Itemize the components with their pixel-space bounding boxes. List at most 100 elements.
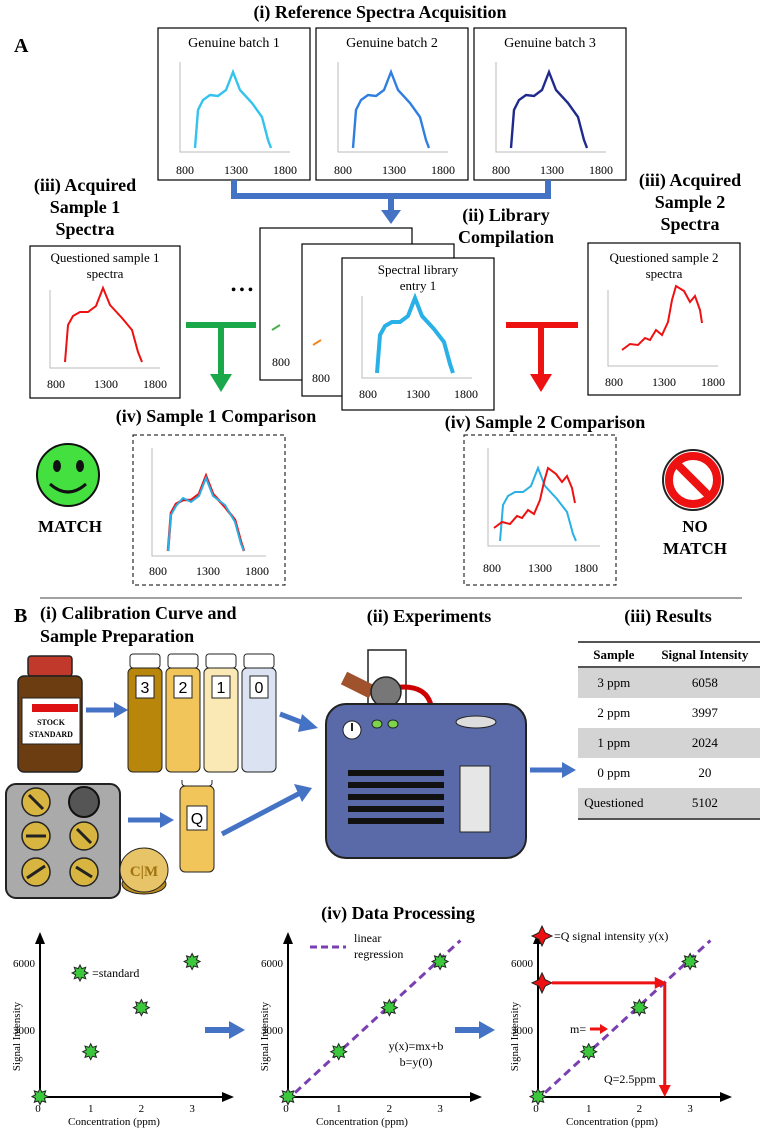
no-match-icon bbox=[662, 449, 724, 511]
tick: 1800 bbox=[273, 163, 297, 177]
y-axis-label: Signal Intensity bbox=[509, 1001, 521, 1071]
y-tick-label: 3000 bbox=[13, 1025, 36, 1037]
no-match-label-2: MATCH bbox=[663, 539, 727, 558]
experiments-title: (ii) Experiments bbox=[367, 606, 491, 627]
m-arrowhead bbox=[600, 1024, 608, 1034]
instrument bbox=[325, 649, 527, 859]
data-processing-title: (iv) Data Processing bbox=[321, 903, 475, 924]
questioned-point bbox=[530, 971, 554, 995]
standard-point bbox=[630, 998, 649, 1017]
standard-point bbox=[380, 998, 399, 1017]
comparison-2-title: (iv) Sample 2 Comparison bbox=[445, 412, 646, 433]
acq1-title-1: (iii) Acquired bbox=[34, 175, 136, 196]
questioned-1-title-2: spectra bbox=[87, 266, 124, 281]
y-axis-arrow bbox=[283, 932, 293, 944]
legend-q-marker bbox=[530, 924, 554, 948]
y-tick-label: 3000 bbox=[261, 1025, 284, 1037]
standard-point bbox=[81, 1042, 100, 1061]
x-tick-label: 0 bbox=[35, 1103, 41, 1115]
regression-line bbox=[534, 939, 712, 1103]
tick: 1300 bbox=[540, 163, 564, 177]
questioned-1-spectrum bbox=[64, 285, 143, 363]
tick: 1300 bbox=[406, 387, 430, 401]
tick: 1800 bbox=[431, 163, 455, 177]
cell-sample: 3 ppm bbox=[578, 667, 650, 698]
calib-title-1: (i) Calibration Curve and bbox=[40, 603, 237, 624]
library-entry-title-1: Spectral library bbox=[378, 262, 459, 277]
x-axis-arrow bbox=[222, 1092, 234, 1102]
y-tick-label: 6000 bbox=[13, 958, 36, 970]
tick: 1800 bbox=[701, 375, 725, 389]
data-processing-plots: (iv) Data Processing 3000 6000 0 1 2 3Concent… bbox=[11, 903, 732, 1128]
tick: 800 bbox=[47, 377, 65, 391]
cell-sample: Questioned bbox=[578, 788, 650, 820]
tick: 1300 bbox=[196, 564, 220, 578]
tick: 800 bbox=[149, 564, 167, 578]
cell-sample: 1 ppm bbox=[578, 728, 650, 758]
header-sample: Sample bbox=[578, 641, 650, 668]
library-entry-panel bbox=[341, 257, 495, 411]
part-a-label: A bbox=[14, 35, 29, 57]
standard-point bbox=[183, 952, 202, 971]
x-axis-label: Concentration (ppm) bbox=[316, 1116, 408, 1128]
vial-0-label: 0 bbox=[255, 680, 264, 697]
standard-point bbox=[329, 1042, 348, 1061]
cell-sample: 0 ppm bbox=[597, 765, 631, 780]
comparison-1-panel: 800 1300 1800 bbox=[132, 434, 286, 586]
cell-intensity: 6058 bbox=[649, 667, 760, 698]
x-tick-label: 0 bbox=[283, 1103, 289, 1115]
library-entry-title-2: entry 1 bbox=[400, 278, 436, 293]
stock-standard-bottle: STOCK STANDARD bbox=[17, 655, 83, 773]
x-axis-label: Concentration (ppm) bbox=[566, 1116, 658, 1128]
batch-panel-3: Genuine batch 3 800 1300 1800 bbox=[473, 27, 627, 181]
process-arrowhead bbox=[229, 1021, 245, 1039]
stock-label-1: STOCK bbox=[37, 718, 66, 727]
x-axis-arrow bbox=[720, 1092, 732, 1102]
acq1-title-3: Spectra bbox=[56, 219, 115, 239]
sample-prep-diagram: C|M Q bbox=[5, 780, 312, 899]
y-tick-label: 6000 bbox=[261, 958, 284, 970]
y-tick-label: 6000 bbox=[511, 958, 534, 970]
tick: 800 bbox=[492, 163, 510, 177]
tick: 1800 bbox=[143, 377, 167, 391]
standard-point bbox=[30, 1087, 50, 1106]
red-compare-arrow bbox=[506, 322, 578, 392]
questioned-1-panel: Questioned sample 1 spectra 800 1300 180… bbox=[29, 245, 181, 399]
x-tick-label: 2 bbox=[387, 1103, 393, 1115]
tick: 800 bbox=[605, 375, 623, 389]
questioned-2-title-2: spectra bbox=[646, 266, 683, 281]
standard-point bbox=[528, 1087, 548, 1106]
ellipsis: • • • bbox=[231, 283, 253, 298]
legend-standard-label: =standard bbox=[92, 966, 139, 980]
questioned-2-panel: Questioned sample 2 spectra 800 1300 180… bbox=[587, 242, 741, 396]
tick: 1800 bbox=[245, 564, 269, 578]
y-axis-label: Signal Intensity bbox=[11, 1001, 23, 1071]
x-tick-label: 0 bbox=[533, 1103, 539, 1115]
tick: 800 bbox=[176, 163, 194, 177]
part-b-diagram: B (i) Calibration Curve and Sample Prepa… bbox=[14, 603, 712, 859]
batch-3-title: Genuine batch 3 bbox=[504, 36, 596, 51]
standard-point bbox=[132, 998, 151, 1017]
tick: 800 bbox=[483, 561, 501, 575]
questioned-vial: Q bbox=[179, 780, 215, 873]
equation-1: y(x)=mx+b bbox=[389, 1039, 444, 1053]
cell-intensity: 20 bbox=[698, 765, 712, 780]
cell-intensity: 5102 bbox=[649, 788, 760, 820]
q-vial-label: Q bbox=[191, 811, 203, 828]
vial-3-label: 3 bbox=[141, 680, 150, 697]
x-tick-label: 1 bbox=[586, 1103, 592, 1115]
batch-1-title: Genuine batch 1 bbox=[188, 36, 280, 51]
x-tick-label: 3 bbox=[189, 1103, 195, 1115]
batch-3-spectrum bbox=[509, 68, 589, 149]
green-compare-arrow bbox=[186, 322, 256, 392]
batch-bracket bbox=[231, 180, 551, 199]
tick: 1300 bbox=[94, 377, 118, 391]
q-result-label: Q=2.5ppm bbox=[604, 1072, 656, 1086]
tick: 800 bbox=[312, 371, 330, 385]
tablet-icons bbox=[21, 786, 100, 887]
